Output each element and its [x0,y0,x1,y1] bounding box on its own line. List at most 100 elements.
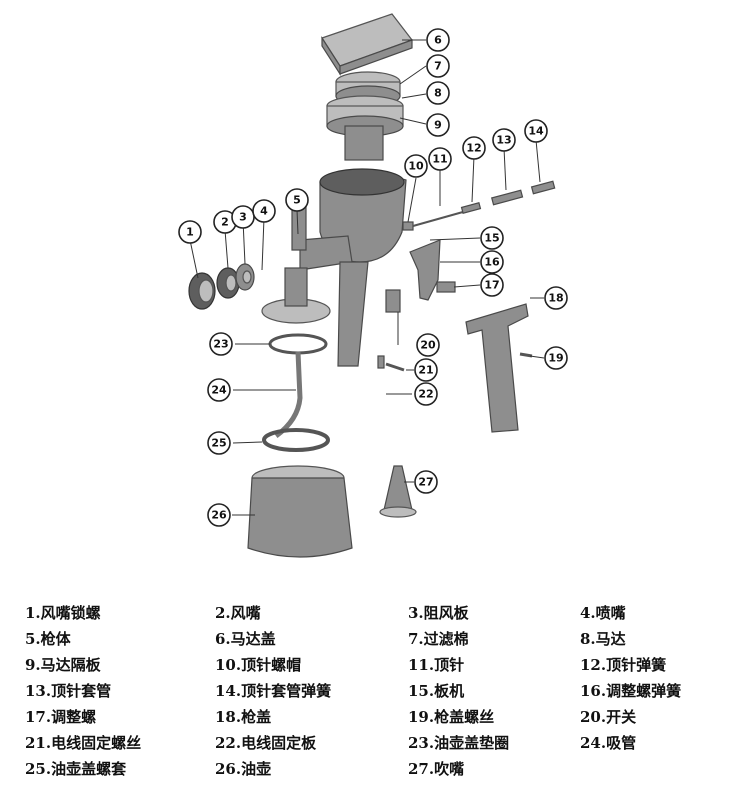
callout-18: 18 [544,286,568,310]
part-thread-sleeve [262,428,330,452]
callout-27: 27 [414,470,438,494]
legend-item: 1.风嘴锁螺 [25,604,101,622]
part-motor-cover [321,13,413,77]
callout-4: 4 [252,199,276,223]
callout-26: 26 [207,503,231,527]
legend-item: 19.枪盖螺丝 [408,708,495,726]
leader-lines [189,39,545,516]
legend-item: 6.马达盖 [215,630,276,648]
callout-number: 12 [466,142,481,155]
callout-10: 10 [404,154,428,178]
callout-number: 5 [293,194,301,207]
legend-item: 25.油壶盖螺套 [25,760,127,778]
part-suction-tube [274,351,303,439]
callout-number: 7 [434,60,442,73]
callout-number: 24 [211,384,227,397]
legend-item: 7.过滤棉 [408,630,469,648]
part-nozzle-ring-1 [188,272,216,310]
legend-item: 11.顶针 [408,656,465,674]
callout-number: 3 [239,211,247,224]
callout-number: 10 [408,160,424,173]
callout-number: 11 [432,153,447,166]
callout-7: 7 [426,54,450,78]
callout-number: 21 [418,364,433,377]
part-motor [326,95,404,161]
callout-number: 22 [418,388,433,401]
part-nozzle-ring-2 [216,267,240,299]
part-needle-parts [402,180,556,231]
callout-6: 6 [426,28,450,52]
part-gun-cover [465,303,529,433]
legend-item: 5.枪体 [25,630,71,648]
callout-number: 4 [260,205,268,218]
callout-11: 11 [428,147,452,171]
callout-12: 12 [462,136,486,160]
part-switch [385,289,401,313]
callout-number: 9 [434,119,442,132]
legend-item: 10.顶针螺帽 [215,656,302,674]
callout-number: 23 [213,338,228,351]
callout-1: 1 [178,220,202,244]
parts-legend: 1.风嘴锁螺 2.风嘴 3.阻风板 4.喷嘴 5.枪体 6.马达盖 7.过滤棉 8.马达 9.马… [0,604,750,804]
callout-20: 20 [416,333,440,357]
callout-8: 8 [426,81,450,105]
callout-number: 14 [528,125,544,138]
part-trigger [409,239,456,301]
legend-item: 2.风嘴 [215,604,261,622]
callout-number: 2 [221,216,229,229]
callout-5: 5 [285,188,309,212]
legend-item: 21.电线固定螺丝 [25,734,142,752]
callout-25: 25 [207,431,231,455]
legend-item: 24.吸管 [580,734,637,752]
callout-14: 14 [524,119,548,143]
legend-item: 15.板机 [408,682,465,700]
legend-item: 3.阻风板 [408,604,469,622]
part-pot [247,465,353,558]
callout-number: 26 [211,509,227,522]
callout-23: 23 [209,332,233,356]
part-blow-nozzle [379,465,417,518]
callout-number: 18 [548,292,563,305]
callout-number: 15 [484,232,499,245]
callout-24: 24 [207,378,231,402]
callout-22: 22 [414,382,438,406]
callout-number: 20 [420,339,436,352]
legend-item: 17.调整螺 [25,708,97,726]
legend-item: 13.顶针套管 [25,682,112,700]
callout-number: 19 [548,352,563,365]
legend-item: 8.马达 [580,630,626,648]
legend-item: 18.枪盖 [215,708,272,726]
callout-number: 27 [418,476,433,489]
part-gasket [268,333,328,355]
callout-number: 1 [186,226,194,239]
callout-13: 13 [492,128,516,152]
legend-item: 9.马达隔板 [25,656,101,674]
legend-item: 22.电线固定板 [215,734,317,752]
legend-item: 4.喷嘴 [580,604,626,622]
callout-number: 17 [484,279,499,292]
legend-item: 20.开关 [580,708,637,726]
callout-number: 16 [484,256,500,269]
callout-15: 15 [480,226,504,250]
callout-19: 19 [544,346,568,370]
legend-item: 27.吹嘴 [408,760,465,778]
legend-item: 23.油壶盖垫圈 [408,734,510,752]
callout-21: 21 [414,358,438,382]
callout-number: 25 [211,437,226,450]
part-body [261,168,407,367]
callout-16: 16 [480,250,504,274]
part-screws [377,352,533,372]
legend-item: 14.顶针套管弹簧 [215,682,332,700]
callout-number: 6 [434,34,442,47]
callout-3: 3 [231,205,255,229]
callout-9: 9 [426,113,450,137]
callout-number: 8 [434,87,442,100]
callout-17: 17 [480,273,504,297]
legend-item: 12.顶针弹簧 [580,656,667,674]
part-nozzle-ring-3 [235,263,255,291]
legend-item: 26.油壶 [215,760,272,778]
legend-item: 16.调整螺弹簧 [580,682,682,700]
callout-number: 13 [496,134,511,147]
